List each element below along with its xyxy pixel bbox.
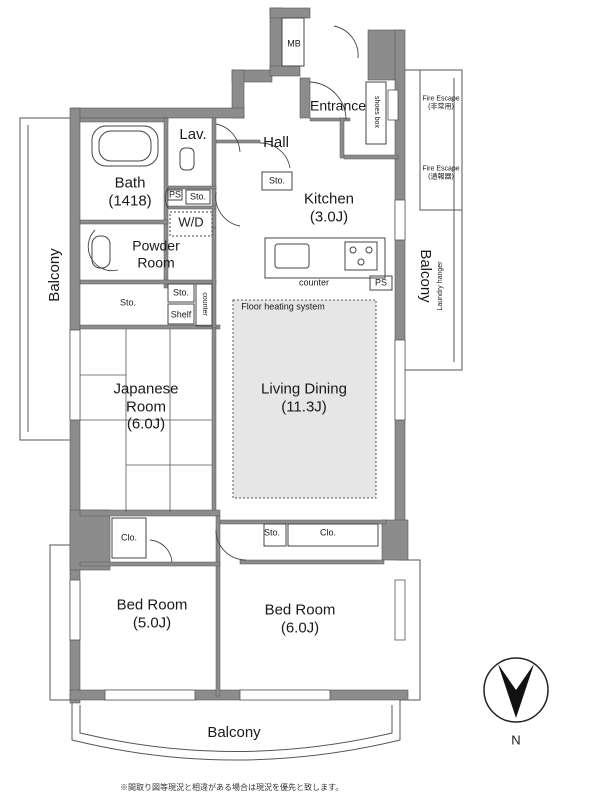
west-balcony-label: Balcony (46, 248, 64, 302)
floor-heating-area (232, 299, 377, 499)
bath-fixtures (91, 17, 393, 559)
japanese-room-label: Japanese Room (6.0J) (113, 380, 178, 433)
bath-ps-label: PS (168, 189, 182, 200)
fire-escape-label-1: Fire Escape (非常用) (422, 95, 459, 110)
bed1-size: (5.0J) (132, 614, 172, 631)
east-balcony-label: Balcony (416, 249, 434, 303)
clo-label-right: Clo. (319, 527, 337, 538)
bed2-name: Bed Room (264, 601, 336, 619)
bed-room-1-label: Bed Room (5.0J) (117, 596, 188, 631)
bed1-name: Bed Room (116, 596, 188, 614)
fire-escape-2-en: Fire Escape (422, 165, 460, 173)
laundry-hanger-label: Laundry hanger (437, 261, 445, 311)
windows (69, 89, 406, 701)
shoes-box-label: shoes box (372, 96, 380, 128)
footnote: ※間取り図等現況と相違がある場合は現況を優先と致します。 (120, 783, 344, 792)
counter-label: counter (298, 277, 330, 288)
fire-escape-1-jp: (非常用) (428, 103, 454, 110)
clo-label-left: Clo. (120, 532, 138, 543)
storage-label: Sto. (119, 297, 137, 308)
fire-escape-2-jp: (通報器) (428, 173, 454, 180)
south-balcony-label: Balcony (207, 724, 261, 742)
powder-line1: Powder (132, 237, 180, 254)
powder-line2: Room (137, 254, 175, 270)
sto-label-bedroom: Sto. (263, 527, 281, 538)
south-balcony-outline (71, 700, 401, 761)
kitchen-name: Kitchen (303, 190, 355, 208)
shelf-label: Shelf (170, 309, 192, 320)
kitchen-size: (3.0J) (309, 208, 349, 225)
bath-sto-label: Sto. (189, 191, 207, 202)
kitchen-ps-label: PS (374, 277, 388, 288)
fire-escape-1-en: Fire Escape (422, 95, 460, 103)
north-arrow (483, 657, 549, 723)
living-name: Living Dining (261, 380, 347, 398)
entrance-label: Entrance (309, 97, 367, 114)
wd-label: W/D (178, 214, 204, 230)
north-arrow-needle (498, 664, 534, 718)
hall-label: Hall (263, 134, 289, 152)
living-size: (11.3J) (281, 398, 327, 415)
bath-name: Bath (114, 174, 146, 192)
floor-heating-label: Floor heating system (241, 301, 325, 312)
bed2-size: (6.0J) (280, 619, 320, 636)
japanese-size: (6.0J) (126, 415, 166, 433)
kitchen-label: Kitchen (3.0J) (304, 190, 354, 225)
balconies (19, 69, 463, 761)
east-balcony-outline (405, 69, 463, 371)
japanese-line1: Japanese (113, 380, 179, 398)
mb-label: MB (287, 38, 301, 49)
lav-label: Lav. (179, 126, 207, 144)
hall-sto-label: Sto. (268, 175, 286, 186)
west-balcony-outline (19, 117, 72, 441)
bed-room-2-label: Bed Room (6.0J) (265, 601, 336, 636)
north-label: N (511, 732, 521, 748)
fire-escape-label-2: Fire Escape (通報器) (422, 165, 459, 180)
bath-size: (1418) (108, 192, 152, 209)
powder-room-label: Powder Room (132, 237, 179, 270)
counter-vertical-label: counter (200, 292, 208, 316)
living-dining-label: Living Dining (11.3J) (261, 380, 347, 415)
door-swings (87, 25, 359, 563)
tatami-grid (80, 329, 212, 512)
bath-label: Bath (1418) (108, 174, 151, 209)
small-sto-label: Sto. (172, 287, 190, 298)
japanese-line2: Room (125, 398, 166, 416)
